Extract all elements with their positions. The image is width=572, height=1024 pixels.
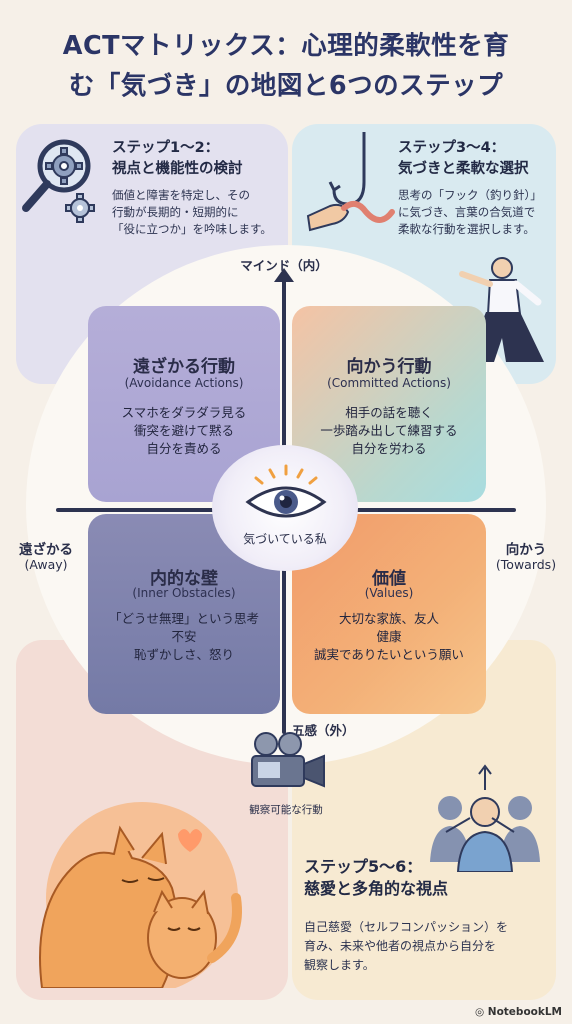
obstacles-item: 恥ずかしさ、怒り	[133, 647, 234, 662]
step-5-6-line: 育み、未来や他者の視点から自分を	[304, 939, 497, 953]
brand-label: ◎ NotebookLM	[475, 1006, 562, 1018]
avoidance-subtitle: (Avoidance Actions)	[124, 376, 244, 390]
step-5-6-title: 慈愛と多角的な視点	[304, 879, 449, 898]
center-label: 気づいている私	[243, 532, 327, 546]
fishhook-icon	[306, 132, 395, 232]
obstacles-item: 不安	[171, 629, 197, 644]
step-3-4-line: 思考の「フック（釣り針）」	[398, 188, 542, 202]
committed-item: 一歩踏み出して練習する	[320, 423, 458, 438]
avoidance-item: 衝突を避けて黙る	[133, 423, 234, 438]
step-5-6-label: ステップ5～6：	[304, 857, 423, 876]
step-1-2-line: 価値と障害を特定し、その	[112, 188, 250, 202]
step-3-4-line: 柔軟な行動を選択します。	[398, 222, 535, 236]
magnifier-gear-icon	[22, 139, 95, 223]
step-1-2-title: 視点と機能性の検討	[112, 161, 243, 177]
values-item: 大切な家族、友人	[338, 611, 439, 626]
avoidance-item: スマホをダラダラ見る	[121, 405, 247, 420]
camera-caption: 観察可能な行動	[249, 804, 323, 816]
step-3-4-title: 気づきと柔軟な選択	[398, 161, 529, 177]
step-5-6-heading: ステップ5～6： 慈愛と多角的な視点	[304, 856, 448, 900]
obstacles-item: 「どうせ無理」という思考	[108, 611, 259, 626]
axis-label-senses: 五感（外）	[292, 723, 355, 738]
obstacles-title: 内的な壁	[150, 569, 218, 589]
avoidance-item: 自分を責める	[146, 441, 222, 456]
step-1-2-label: ステップ1～2：	[112, 140, 220, 156]
title-line-1: ACTマトリックス：心理的柔軟性を育	[62, 31, 510, 61]
axis-label-away-en: (Away)	[24, 557, 68, 572]
step-5-6-body: 自己慈愛（セルフコンパッション）を 育み、未来や他者の視点から自分を 観察します…	[304, 918, 554, 975]
values-item: 誠実でありたいという願い	[314, 647, 464, 662]
step-1-2-line: 行動が長期的・短期的に	[112, 205, 239, 219]
eye-icon	[245, 464, 327, 518]
brand-text: NotebookLM	[487, 1006, 562, 1018]
step-1-2-heading: ステップ1～2： 視点と機能性の検討	[112, 138, 243, 180]
step-1-2-line: 「役に立つか」を吟味します。	[112, 222, 272, 236]
arrow-up-icon	[274, 268, 294, 282]
step-1-2-body: 価値と障害を特定し、その 行動が長期的・短期的に 「役に立つか」を吟味します。	[112, 187, 288, 238]
step-3-4-line: に気づき、言葉の合気道で	[398, 205, 536, 219]
step-3-4-label: ステップ3～4：	[398, 140, 506, 156]
values-title: 価値	[372, 569, 406, 589]
notebooklm-logo-icon: ◎	[474, 1006, 488, 1018]
step-3-4-heading: ステップ3～4： 気づきと柔軟な選択	[398, 138, 529, 180]
obstacles-subtitle: (Inner Obstacles)	[132, 586, 236, 600]
axis-label-towards-en: (Towards)	[495, 557, 557, 572]
committed-item: 自分を労わる	[351, 441, 427, 456]
values-item: 健康	[376, 629, 402, 644]
people-perspective-icon	[430, 764, 540, 872]
step-3-4-body: 思考の「フック（釣り針）」 に気づき、言葉の合気道で 柔軟な行動を選択します。	[398, 187, 554, 238]
avoidance-title: 遠ざかる行動	[133, 357, 235, 377]
values-subtitle: (Values)	[364, 586, 414, 600]
video-camera-icon	[251, 732, 325, 788]
axis-label-mind: マインド（内）	[240, 258, 328, 273]
committed-item: 相手の話を聴く	[345, 405, 433, 420]
page-title: ACTマトリックス：心理的柔軟性を育 む「気づき」の地図と6つのステップ	[8, 26, 564, 106]
step-5-6-line: 観察します。	[304, 958, 375, 972]
committed-subtitle: (Committed Actions)	[327, 376, 451, 390]
axis-label-towards: 向かう	[505, 542, 547, 558]
step-5-6-line: 自己慈愛（セルフコンパッション）を	[304, 920, 509, 934]
cats-hugging-icon	[39, 802, 242, 988]
committed-title: 向かう行動	[346, 357, 432, 377]
title-line-2: む「気づき」の地図と6つのステップ	[68, 71, 504, 101]
axis-label-away: 遠ざかる	[19, 542, 73, 558]
